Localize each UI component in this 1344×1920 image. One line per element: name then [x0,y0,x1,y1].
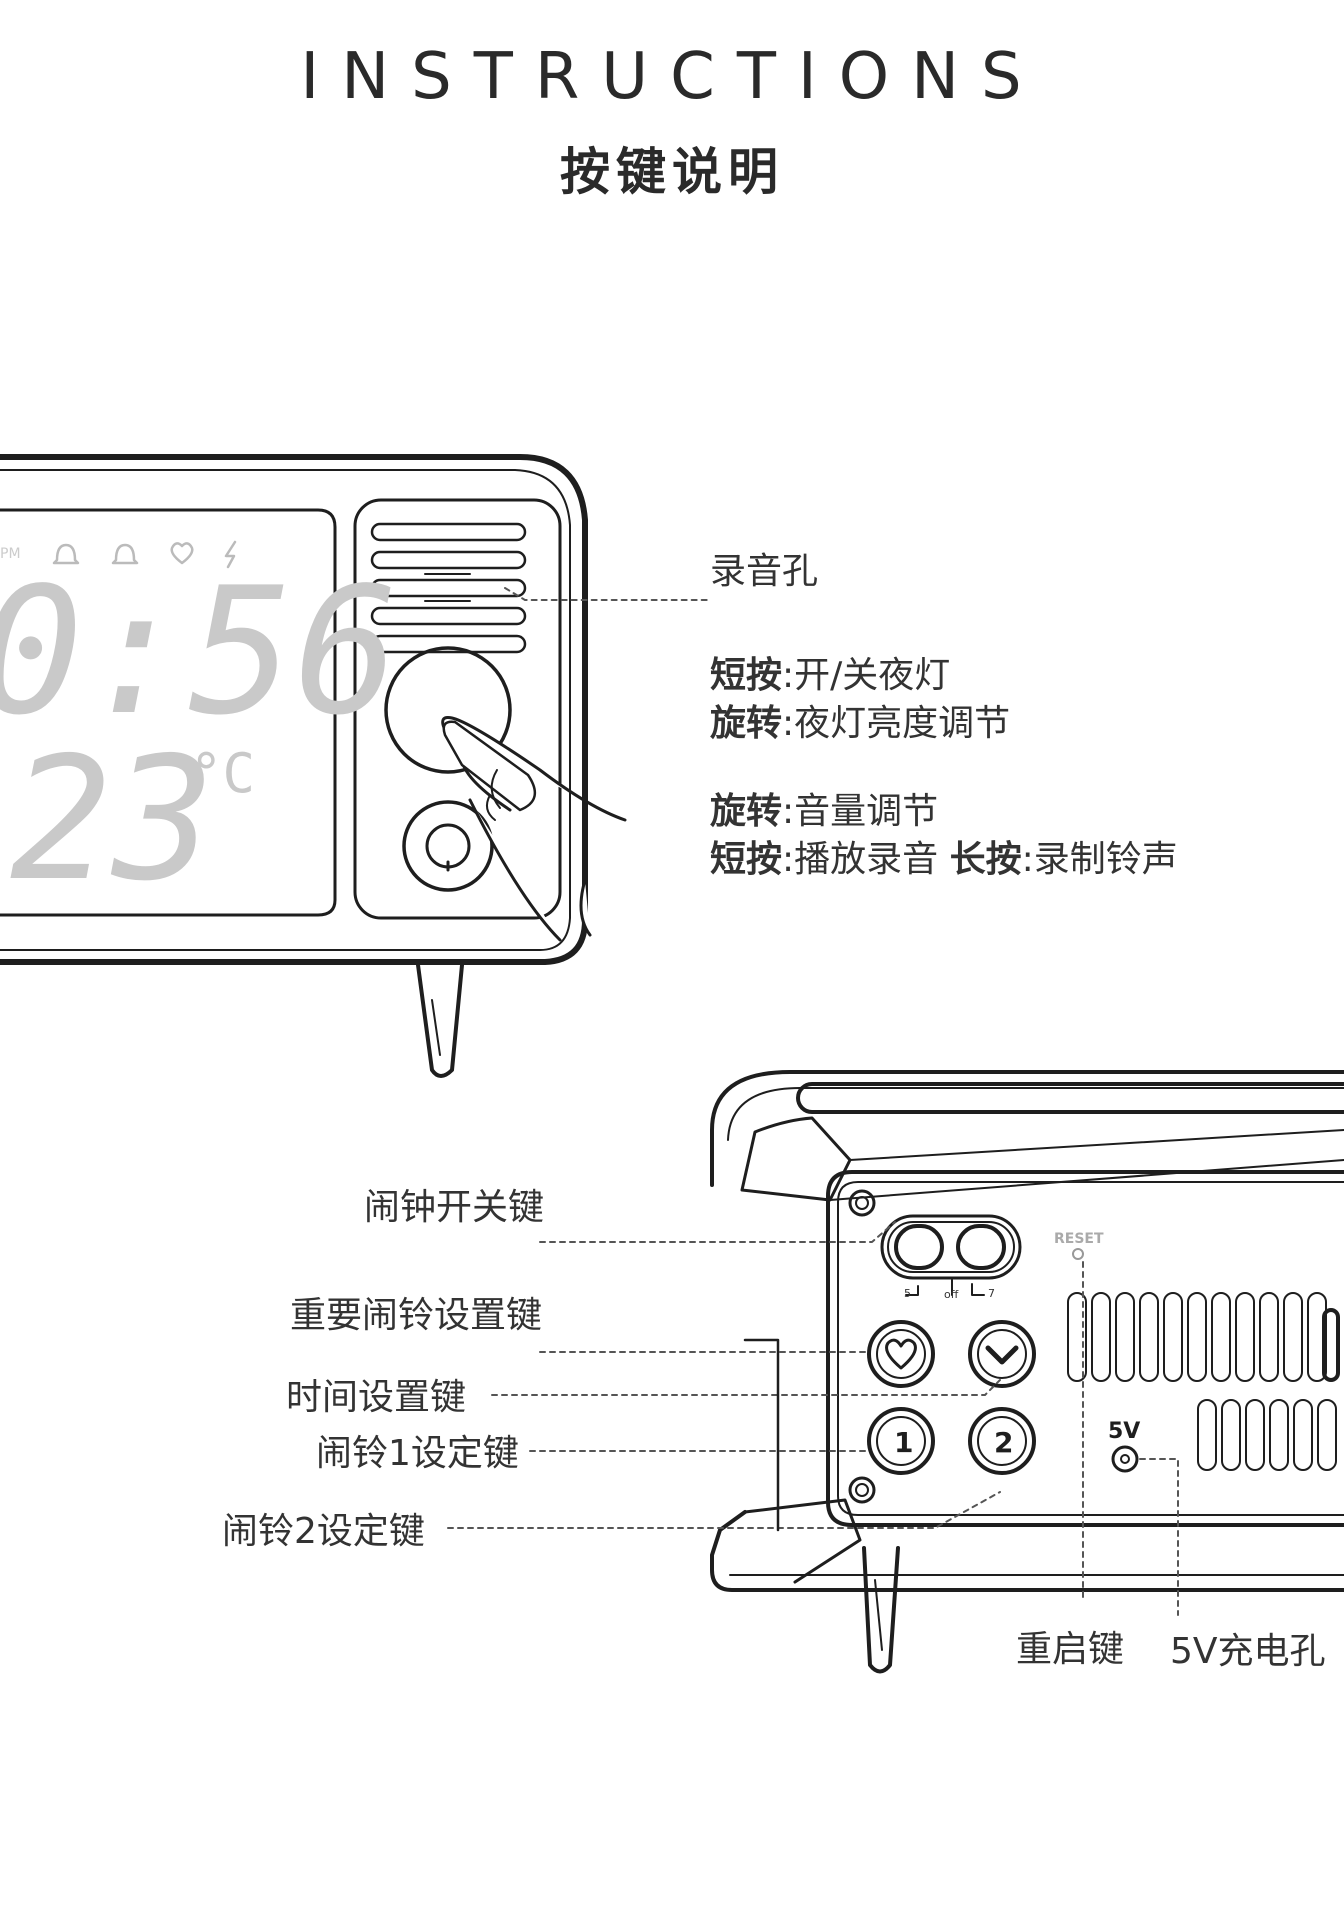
front-device: PM [0,454,627,1078]
lower-vents [1197,1399,1337,1471]
reset-label: RESET [1054,1231,1104,1247]
alarm2-button-label: 2 [994,1426,1013,1459]
switch-label-5: 5 [904,1287,911,1300]
nightlight-knob [384,646,512,774]
alarm1-button-label: 1 [894,1426,913,1459]
alarm1-bell-icon [52,543,80,565]
port-label: 5V [1108,1419,1140,1444]
heart-indicator-icon [170,542,194,565]
knob-press-action: 短按 [710,655,783,696]
alarm1-set-label: 闹铃1设定键 [316,1433,519,1474]
speaker-grille [370,522,527,654]
time-set-label: 时间设置键 [286,1377,467,1418]
knob-press-label: 短按:开/关夜灯 [710,654,950,697]
knob-rotate-desc: :夜灯亮度调节 [782,703,1011,744]
restart-label: 重启键 [1016,1629,1125,1670]
small-press-desc: :播放录音 [782,839,939,880]
leader-lines [447,1221,1179,1616]
alarm2-bell-icon [111,543,139,565]
upper-vents [1067,1292,1340,1382]
switch-label-7: 7 [988,1287,995,1300]
important-alarm-label: 重要闹铃设置键 [290,1295,543,1336]
small-rotate-label: 旋转:音量调节 [710,790,938,833]
small-long-desc: :录制铃声 [1021,839,1178,880]
back-device: 1 2 5 off 7 RESET [710,1070,1344,1674]
mic-label: 录音孔 [710,551,819,592]
knob-press-desc: :开/关夜灯 [782,655,951,696]
small-long-action: 长按 [949,839,1022,880]
switch-label-off: off [944,1288,959,1301]
small-rotate-desc: :音量调节 [782,791,939,832]
knob-rotate-action: 旋转 [710,703,783,744]
charge-indicator-icon [224,540,237,569]
reset-hole [1072,1248,1084,1260]
time-display: 0:56 [0,551,399,754]
small-rotate-action: 旋转 [710,791,783,832]
alarm-switch [880,1214,1022,1280]
charge-port-label: 5V充电孔 [1170,1631,1326,1672]
page-title: INSTRUCTIONS [300,40,1044,114]
heart-icon [885,1338,917,1370]
volume-knob [402,800,494,892]
small-press-label: 短按:播放录音 长按:录制铃声 [710,838,1178,881]
alarm-switch-label: 闹钟开关键 [364,1187,545,1228]
charge-port [1111,1445,1139,1473]
temperature-display: 23 [10,721,215,919]
function-buttons [867,1320,1036,1475]
small-press-action: 短按 [710,839,783,880]
page-subtitle: 按键说明 [560,143,784,201]
check-icon [985,1345,1019,1365]
temperature-unit: °C [190,742,255,805]
knob-rotate-label: 旋转:夜灯亮度调节 [710,702,1010,745]
pm-indicator: PM [0,546,21,562]
alarm2-set-label: 闹铃2设定键 [222,1511,425,1552]
